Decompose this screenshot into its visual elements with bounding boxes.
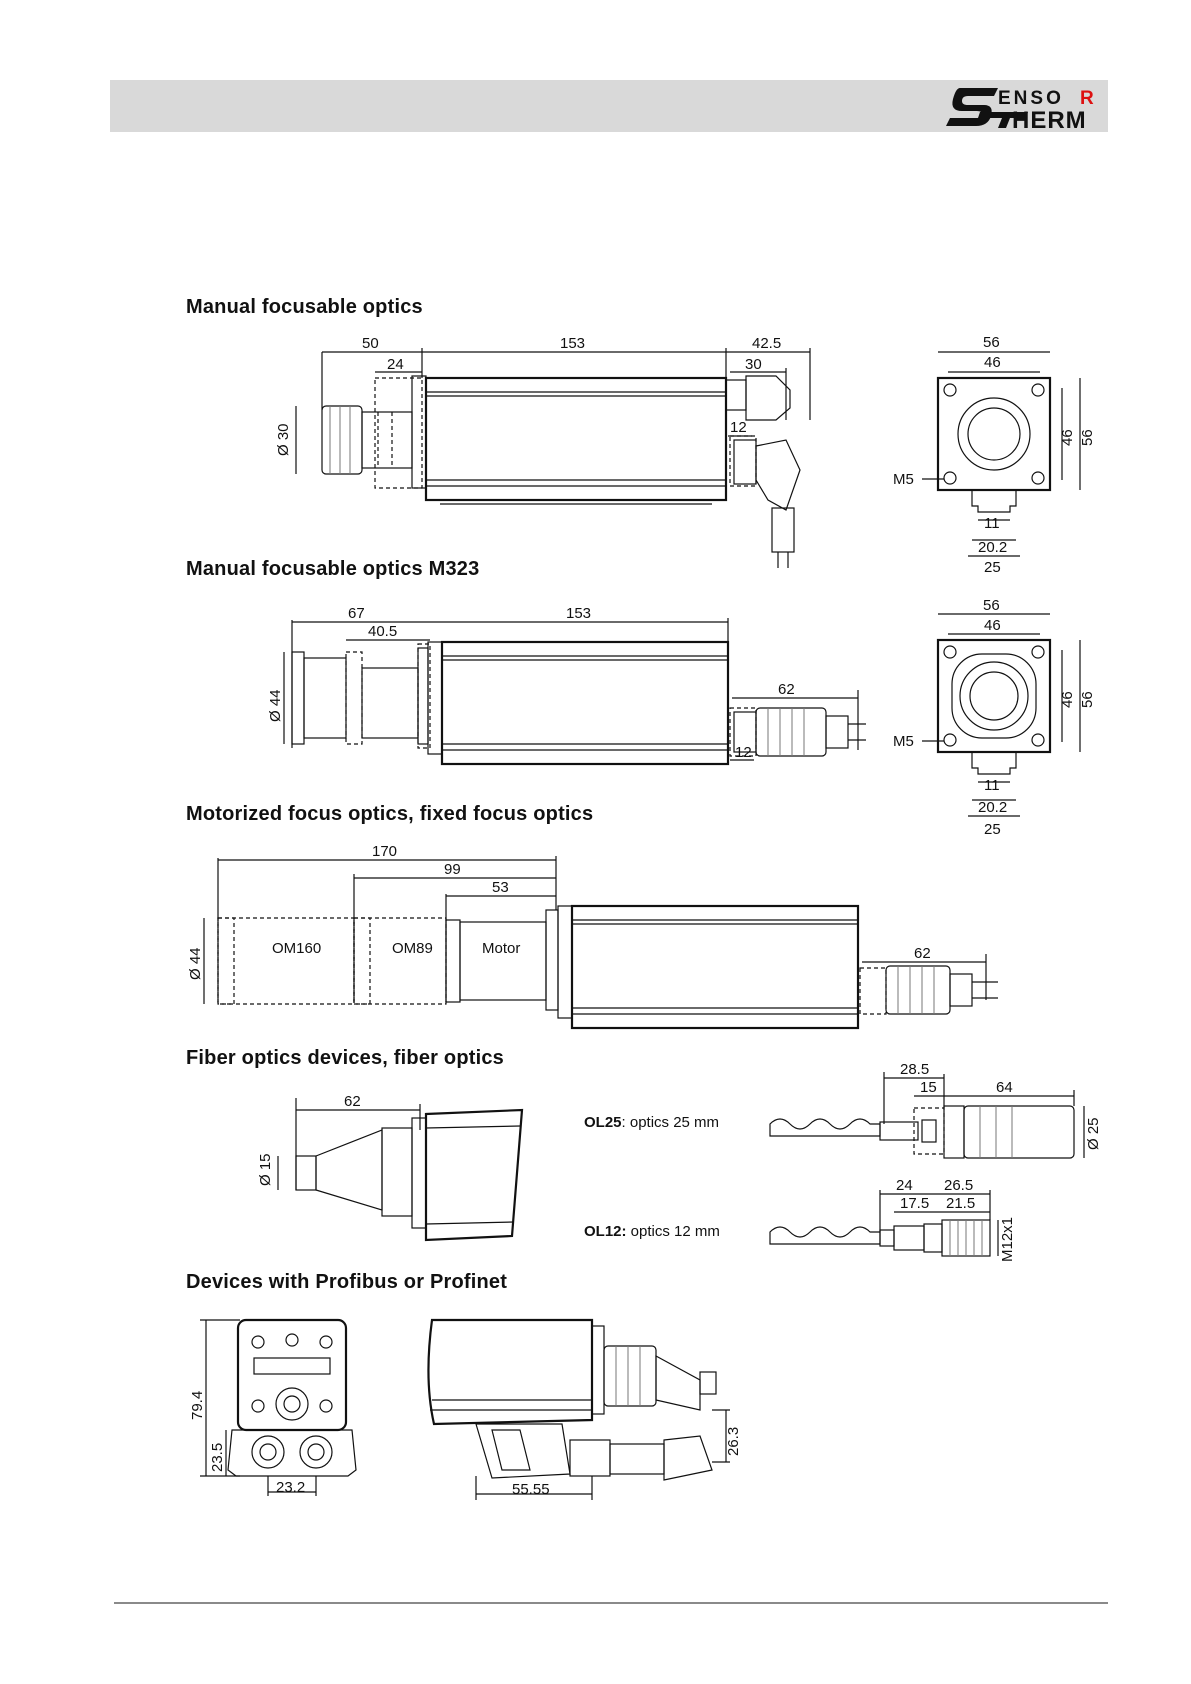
dim-s1-fw: 56 <box>983 334 1000 351</box>
drawing-fiber-optics: 62 Ø 15 28.5 15 64 Ø 25 <box>257 1061 1102 1262</box>
dim-ol25-w: 28.5 <box>900 1061 929 1078</box>
label-om160: OM160 <box>272 940 321 957</box>
dim-s5-h3: 26.3 <box>725 1427 742 1456</box>
dim-ol12-m: M12x1 <box>999 1217 1016 1262</box>
footer-divider <box>114 1602 1108 1604</box>
dim-ol12-a: 24 <box>896 1177 913 1194</box>
dim-s1-e: 30 <box>745 356 762 373</box>
note-ol25: OL25: optics 25 mm <box>584 1114 719 1131</box>
label-s1-m5: M5 <box>893 471 914 488</box>
label-ol25: OL25 <box>584 1114 622 1131</box>
dim-s2-c: 153 <box>566 605 591 622</box>
dim-s2-fh: 46 <box>1059 691 1076 708</box>
section-title-fiber-optics: Fiber optics devices, fiber optics <box>186 1047 505 1069</box>
label-motor: Motor <box>482 940 520 957</box>
dim-s2-dia: Ø 44 <box>267 689 284 722</box>
dim-s2-a: 67 <box>348 605 365 622</box>
dim-s1-c: 153 <box>560 335 585 352</box>
dim-s1-202: 20.2 <box>978 539 1007 556</box>
dim-s1-b: 24 <box>387 356 404 373</box>
dim-s1-fw2: 46 <box>984 354 1001 371</box>
dim-s1-fh: 46 <box>1059 429 1076 446</box>
drawing-profibus: 79.4 23.5 23.2 <box>189 1318 742 1500</box>
drawing-manual-m323: 67 40.5 153 62 12 Ø 44 <box>267 597 1096 838</box>
dim-ol12-d: 21.5 <box>946 1195 975 1212</box>
dim-s1-d: 42.5 <box>752 335 781 352</box>
section-title-profibus: Devices with Profibus or Profinet <box>186 1271 508 1293</box>
dim-s5-h1: 79.4 <box>189 1391 206 1420</box>
label-ol12: OL12: <box>584 1223 627 1240</box>
text-ol25: : optics 25 mm <box>621 1114 720 1131</box>
dim-s3-a: 170 <box>372 843 397 860</box>
label-s2-m5: M5 <box>893 733 914 750</box>
dim-s4-a: 62 <box>344 1093 361 1110</box>
dim-ol12-c: 17.5 <box>900 1195 929 1212</box>
dim-s5-w2: 55.55 <box>512 1481 550 1498</box>
drawing-manual-focusable: 50 24 153 42.5 30 12 Ø 30 <box>275 334 1096 576</box>
dim-s2-25: 25 <box>984 821 1001 838</box>
dim-s2-fh2: 56 <box>1079 691 1096 708</box>
dim-s1-f: 12 <box>730 419 747 436</box>
dim-s2-202: 20.2 <box>978 799 1007 816</box>
section-title-motorized: Motorized focus optics, fixed focus opti… <box>186 803 594 825</box>
dim-s4-dia: Ø 15 <box>257 1153 274 1186</box>
section-title-manual-focusable: Manual focusable optics <box>186 296 423 318</box>
section-title-manual-m323: Manual focusable optics M323 <box>186 558 480 580</box>
dim-s3-d: 62 <box>914 945 931 962</box>
dim-s3-dia: Ø 44 <box>187 947 204 980</box>
text-ol12: optics 12 mm <box>626 1223 720 1240</box>
label-om89: OM89 <box>392 940 433 957</box>
dim-s1-dia: Ø 30 <box>275 423 292 456</box>
dim-ol25-dia: Ø 25 <box>1085 1117 1102 1150</box>
dim-ol25-a: 15 <box>920 1079 937 1096</box>
sensortherm-logo: ENSO R HERM <box>946 88 1094 132</box>
dim-s2-b: 40.5 <box>368 623 397 640</box>
svg-text:HERM: HERM <box>1012 107 1087 132</box>
dim-ol12-b: 26.5 <box>944 1177 973 1194</box>
dim-s5-h2: 23.5 <box>209 1443 226 1472</box>
dim-s1-fh2: 56 <box>1079 429 1096 446</box>
dim-s2-d: 62 <box>778 681 795 698</box>
dim-s3-b: 99 <box>444 861 461 878</box>
svg-text:ENSO: ENSO <box>998 88 1064 109</box>
dim-s3-c: 53 <box>492 879 509 896</box>
note-ol12: OL12: optics 12 mm <box>584 1223 720 1240</box>
drawing-motorized: 170 99 53 Ø 44 OM160 OM89 Motor 62 <box>187 843 998 1030</box>
svg-text:R: R <box>1080 88 1094 109</box>
dim-s2-11: 11 <box>984 777 1000 794</box>
dim-s1-a: 50 <box>362 335 379 352</box>
dim-s2-fw2: 46 <box>984 617 1001 634</box>
dim-s1-11: 11 <box>984 515 1000 532</box>
dim-s1-25: 25 <box>984 559 1001 576</box>
header-bar <box>110 80 1108 132</box>
dim-ol25-b: 64 <box>996 1079 1013 1096</box>
dim-s2-fw: 56 <box>983 597 1000 614</box>
dim-s5-w1: 23.2 <box>276 1479 305 1496</box>
